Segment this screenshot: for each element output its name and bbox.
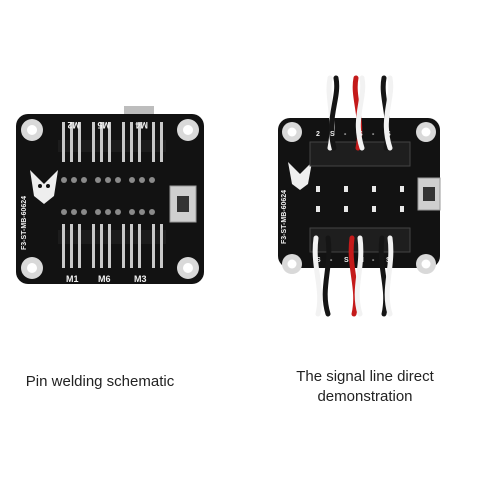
caption-pin-welding: Pin welding schematic [25, 373, 175, 390]
pin-welding-photo: M2 M5 M4 M1 M6 M3 F3-ST-MB-60624 [16, 106, 204, 284]
label-top-1: S [330, 131, 335, 138]
caption-signal-line-1: The signal line direct [296, 368, 434, 385]
solder-pads [61, 177, 155, 215]
signal-line-photo: 2 S - S - S S - S M - S F3-ST-MB-60624 [278, 75, 441, 317]
label-bottom-1: - [330, 257, 333, 264]
label-m5: M5 [97, 120, 110, 130]
mounting-holes [282, 122, 436, 274]
label-bottom-0: S [316, 257, 321, 264]
usb-port [169, 185, 197, 223]
label-top-4: - [372, 131, 375, 138]
label-top-3: S [358, 131, 363, 138]
label-m4: M4 [135, 120, 148, 130]
label-m1: M1 [66, 274, 79, 284]
label-m6: M6 [98, 274, 111, 284]
usb-port [417, 177, 441, 211]
label-bottom-2: S [344, 257, 349, 264]
label-top-0: 2 [316, 131, 320, 138]
model-text: F3-ST-MB-60624 [21, 196, 28, 250]
top-header-pins [58, 122, 166, 162]
label-m3: M3 [134, 274, 147, 284]
signal-wires [312, 75, 394, 317]
label-bottom-3: M [358, 257, 364, 264]
mounting-holes [21, 119, 199, 279]
bottom-header-pins [58, 224, 166, 268]
status-leds [316, 186, 404, 212]
label-m2: M2 [67, 120, 80, 130]
label-top-2: - [344, 131, 347, 138]
label-bottom-5: S [386, 257, 391, 264]
label-bottom-4: - [372, 257, 375, 264]
fox-logo [30, 170, 58, 204]
caption-signal-line-2: demonstration [317, 388, 413, 405]
caption-signal-line: The signal line direct demonstration [265, 367, 465, 407]
label-top-5: S [386, 131, 391, 138]
model-text: F3-ST-MB-60624 [281, 190, 288, 244]
fox-logo [288, 162, 312, 190]
